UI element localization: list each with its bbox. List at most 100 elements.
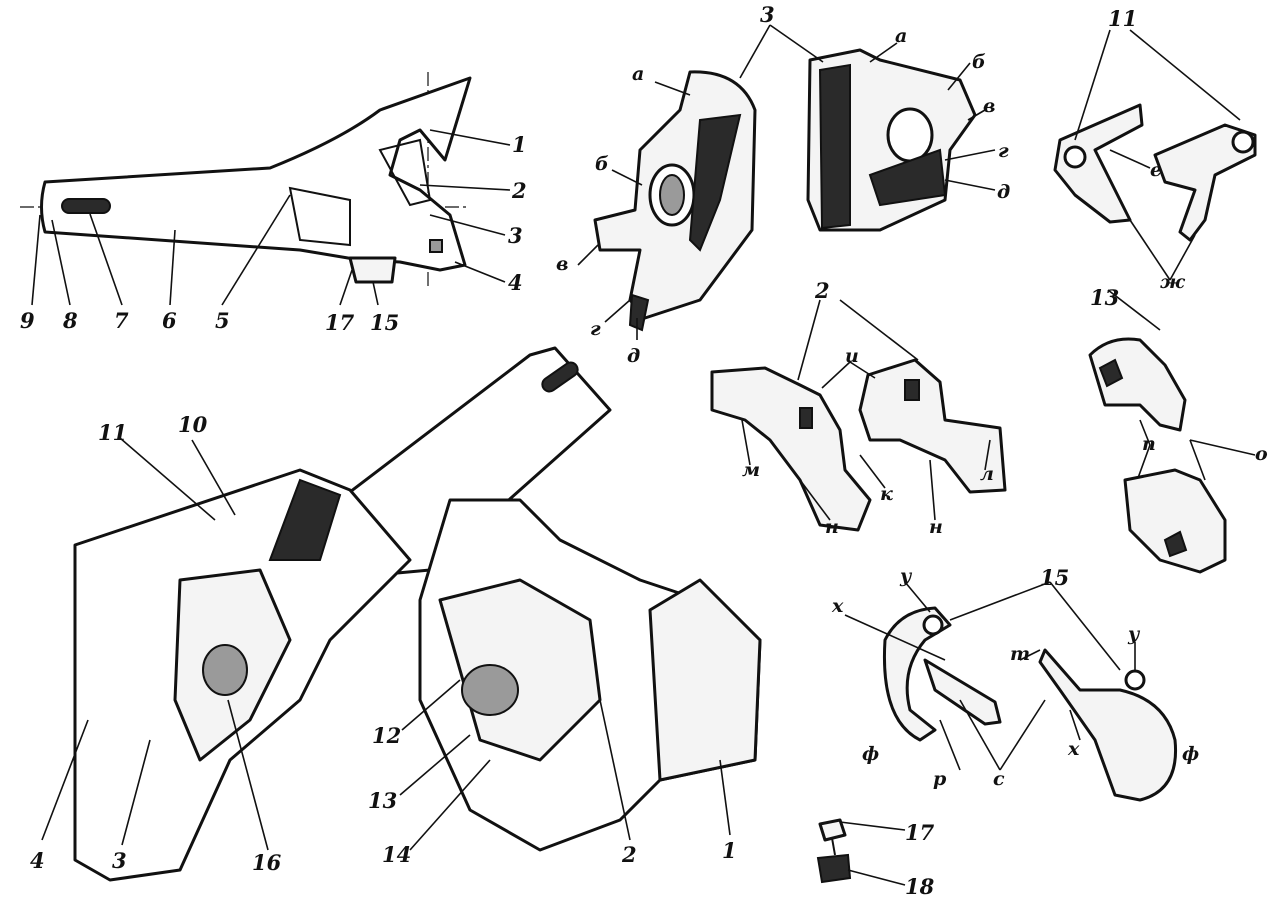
label-e: е <box>1150 159 1162 181</box>
shaft-15-right-hole <box>1124 669 1146 691</box>
shaft-15-right-disk <box>1038 648 1178 802</box>
lifter-11-left-pin <box>1063 145 1087 169</box>
roller-13-top-square <box>1098 358 1124 388</box>
label-9: 9 <box>20 308 35 333</box>
leader-lines <box>31 24 1256 886</box>
body-inner-edge <box>288 186 351 247</box>
coupler-side-view <box>20 72 472 288</box>
label-3-bottom: 3 <box>112 848 127 873</box>
label-7: 7 <box>114 308 129 333</box>
label-2-center: 2 <box>814 278 830 303</box>
label-17-bottom: 17 <box>905 820 935 845</box>
lock-window <box>429 239 443 253</box>
label-h-right: х <box>1067 738 1080 760</box>
label-4-top: 4 <box>508 270 523 295</box>
shaft-part-15 <box>882 606 1178 802</box>
label-18: 18 <box>905 874 935 899</box>
lock-part-3-left <box>593 70 757 332</box>
roller-part-13 <box>1088 337 1227 574</box>
label-a-left: а <box>632 63 644 85</box>
label-2-top: 2 <box>511 178 527 203</box>
tail-slot-hole <box>61 198 111 214</box>
lock-3b-oval-hole <box>886 107 934 163</box>
label-15-top: 15 <box>370 310 399 335</box>
label-t: т <box>1010 643 1030 665</box>
label-d-left: д <box>627 345 640 367</box>
label-13-right: 13 <box>1090 285 1119 310</box>
shaft-15-left-axle <box>923 658 1002 726</box>
label-g-right: г <box>998 140 1009 162</box>
label-12: 12 <box>372 723 401 748</box>
head-right-roller <box>461 664 519 716</box>
lock-3-oval-inner <box>659 174 685 216</box>
label-5: 5 <box>215 308 230 333</box>
label-1-bottom: 1 <box>722 838 737 863</box>
label-n-right: н <box>929 516 943 538</box>
lock-3b-lower-cut <box>868 148 947 207</box>
label-s: с <box>993 768 1005 790</box>
roller-13-bottom <box>1123 468 1227 574</box>
holder-2-right-hole <box>904 379 920 401</box>
label-11-top: 11 <box>1108 6 1137 31</box>
label-13-bottom: 13 <box>368 788 397 813</box>
label-16: 16 <box>252 850 282 875</box>
label-h-left: х <box>831 595 844 617</box>
label-4-bottom: 4 <box>30 848 45 873</box>
label-17-top: 17 <box>325 310 355 335</box>
lock-holder-part-2 <box>710 358 1007 532</box>
label-p: п <box>1142 433 1156 455</box>
knuckle-slot <box>378 138 432 207</box>
label-u-right: у <box>1127 623 1141 645</box>
head-left-roller <box>202 644 248 696</box>
label-d-right: д <box>997 181 1010 203</box>
label-i: и <box>845 345 859 367</box>
label-zh: ж <box>1160 271 1186 293</box>
head-left-cavity <box>268 478 342 561</box>
label-u-left: у <box>899 565 913 587</box>
bolt-17-shank <box>831 837 836 856</box>
label-b-left: б <box>595 153 609 175</box>
label-14: 14 <box>382 842 411 867</box>
roller-13-bottom-square <box>1163 530 1188 558</box>
label-8: 8 <box>62 308 78 333</box>
lock-3b-face <box>818 63 851 230</box>
label-6: 6 <box>162 308 177 333</box>
part-labels: 1 2 3 4 9 8 7 6 5 17 15 3 а б в г д а б … <box>20 2 1268 899</box>
label-k: к <box>880 483 893 505</box>
label-11-bottom: 11 <box>98 420 127 445</box>
label-v-right: в <box>983 95 995 117</box>
label-m: м <box>742 459 760 481</box>
label-15-right: 15 <box>1040 565 1069 590</box>
lifter-11-right-pin <box>1231 130 1255 154</box>
label-3-top: 3 <box>508 223 523 248</box>
label-b-right: б <box>972 51 986 73</box>
label-a-right: а <box>895 25 907 47</box>
head-right-knuckle <box>648 578 762 782</box>
label-3-center: 3 <box>760 2 775 27</box>
label-1-top: 1 <box>512 132 527 157</box>
lock-part-3-right <box>806 48 977 232</box>
lock-3-shadow <box>688 113 742 252</box>
coupler-assembly-cutaway <box>73 346 762 882</box>
roller-13-top <box>1088 337 1187 432</box>
label-10: 10 <box>178 412 208 437</box>
shank-slot <box>541 361 579 393</box>
label-n-left: н <box>825 516 839 538</box>
holder-2-right <box>858 358 1007 494</box>
label-f-left: ф <box>862 743 879 765</box>
nut-18 <box>816 853 852 884</box>
holder-2-left <box>710 366 872 532</box>
shaft-15-left-hole <box>922 614 944 636</box>
label-g-left: г <box>590 318 601 340</box>
label-2-bottom: 2 <box>621 842 637 867</box>
label-r: р <box>933 768 947 790</box>
label-v-left: в <box>556 253 568 275</box>
lower-shelf <box>348 256 397 284</box>
lock-3-tip-d <box>628 293 650 332</box>
bolt-part-17-18 <box>816 818 852 884</box>
label-o: о <box>1255 443 1268 465</box>
label-f-right: ф <box>1182 743 1199 765</box>
coupler-body-outline <box>40 76 472 272</box>
holder-2-left-hole <box>799 407 813 429</box>
